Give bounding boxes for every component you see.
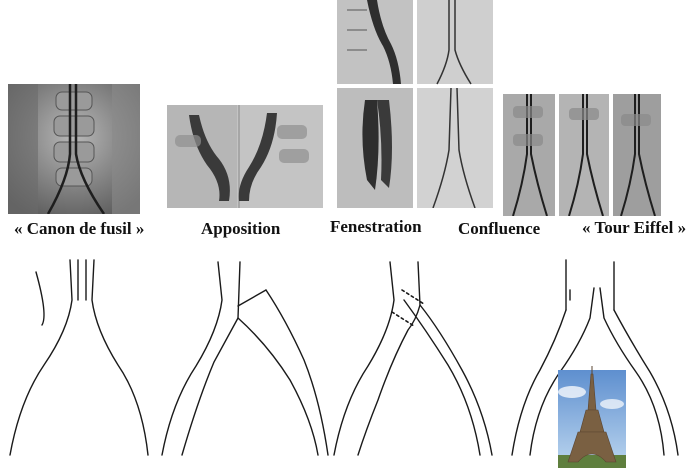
label-canon-de-fusil: « Canon de fusil » — [14, 219, 145, 238]
xray-apposition — [167, 105, 323, 208]
label-tour-eiffel: « Tour Eiffel » — [582, 218, 687, 237]
fenestration-dotted-lines — [391, 289, 425, 327]
schematic-fenestration — [333, 261, 493, 456]
label-confluence: Confluence — [458, 219, 541, 238]
schematic-canon-de-fusil — [9, 259, 149, 456]
label-fenestration: Fenestration — [330, 217, 422, 236]
xray-canon-de-fusil — [8, 84, 140, 214]
eiffel-tower-photo — [558, 366, 626, 468]
technique-schematics — [9, 259, 679, 468]
xray-tour-eiffel — [503, 94, 661, 216]
xray-fenestration — [337, 0, 493, 208]
schematic-apposition — [161, 261, 329, 456]
label-apposition: Apposition — [201, 219, 281, 238]
